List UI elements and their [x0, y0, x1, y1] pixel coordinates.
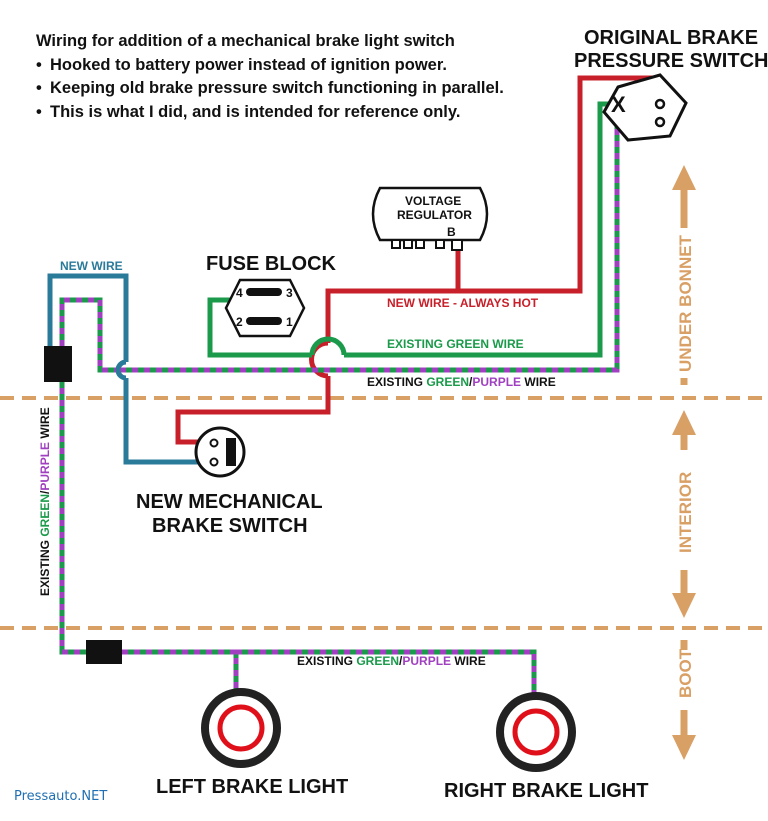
zone-label-interior: INTERIOR [676, 472, 695, 553]
existing-green-wire [207, 101, 612, 358]
fuse-pin-1: 1 [286, 315, 293, 329]
footer-site-label[interactable]: Pressauto.NET [14, 789, 108, 804]
regulator-terminal-b: B [447, 225, 456, 239]
fuse-pin-2: 2 [236, 315, 243, 329]
new-switch-label-2: BRAKE SWITCH [152, 515, 308, 537]
left-brake-light [201, 688, 281, 768]
switch-x-mark: X [611, 92, 626, 117]
bullet-text: Hooked to battery power instead of ignit… [50, 55, 447, 74]
new-switch-label-1: NEW MECHANICAL [136, 491, 323, 513]
notes-heading: Wiring for addition of a mechanical brak… [36, 32, 455, 50]
regulator-label-1: VOLTAGE [405, 194, 461, 208]
wire-label-existing-green: EXISTING GREEN WIRE [387, 337, 524, 351]
wire-label-new-wire: NEW WIRE [60, 259, 123, 273]
zone-label-under-bonnet: UNDER BONNET [676, 234, 695, 372]
bullet-mark: • [36, 55, 42, 74]
right-brake-light [496, 692, 576, 772]
fuse-block: 4 3 2 1 [224, 278, 306, 338]
voltage-regulator: VOLTAGE REGULATOR B [371, 186, 489, 251]
fuse-block-label: FUSE BLOCK [206, 253, 337, 275]
existing-green-purple-wire-right [236, 649, 537, 697]
bullet-mark: • [36, 102, 42, 121]
bullet-text: Keeping old brake pressure switch functi… [50, 79, 504, 97]
notes-block: Wiring for addition of a mechanical brak… [36, 30, 504, 124]
wire-label-always-hot: NEW WIRE - ALWAYS HOT [387, 296, 539, 310]
wire-label-gp-boot: EXISTING GREEN/PURPLE WIRE [297, 654, 486, 668]
wire-label-gp-top: EXISTING GREEN/PURPLE WIRE [367, 375, 556, 389]
red-wire-hop [309, 340, 329, 379]
regulator-label-2: REGULATOR [397, 208, 472, 222]
notes-bullet-1: • Hooked to battery power instead of igni… [36, 54, 504, 78]
fuse-pin-3: 3 [286, 286, 293, 300]
connector-left-upper [44, 346, 72, 382]
connector-boot [86, 640, 122, 664]
green-wire-hop [309, 336, 347, 356]
notes-bullet-3: • This is what I did, and is intended for… [36, 101, 504, 125]
notes-bullet-2: • Keeping old brake pressure switch funct… [36, 77, 504, 101]
original-switch-label-2: PRESSURE SWITCH [574, 50, 768, 72]
left-brake-light-label: LEFT BRAKE LIGHT [156, 776, 348, 798]
bullet-mark: • [36, 79, 42, 97]
zone-label-boot: BOOT [676, 648, 695, 698]
blue-new-wire [47, 273, 210, 465]
new-mechanical-brake-switch [194, 426, 246, 478]
bullet-text: This is what I did, and is intended for … [50, 102, 461, 121]
right-brake-light-label: RIGHT BRAKE LIGHT [444, 780, 648, 802]
wire-label-gp-vertical: EXISTING GREEN/PURPLE WIRE [38, 407, 52, 596]
blue-wire-hop [115, 359, 127, 381]
original-brake-switch: X [602, 73, 688, 142]
original-switch-label-1: ORIGINAL BRAKE [584, 27, 758, 49]
fuse-pin-4: 4 [236, 286, 243, 300]
